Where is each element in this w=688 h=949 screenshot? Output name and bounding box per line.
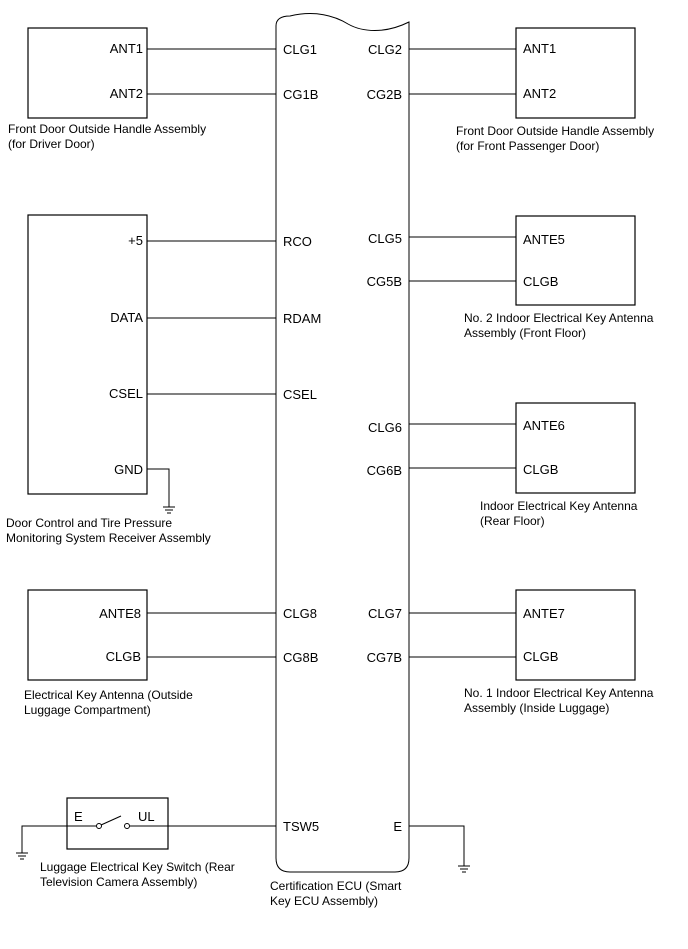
front-door-passenger-assembly: ANT1 ANT2 Front Door Outside Handle Asse… <box>409 27 654 153</box>
pin-label: CLGB <box>523 649 558 664</box>
component-caption: Television Camera Assembly) <box>40 875 197 889</box>
ecu-ground-pin-label: E <box>393 819 402 834</box>
ecu-pin-label: CLG5 <box>368 231 402 246</box>
pin-label: CLGB <box>523 274 558 289</box>
component-caption: No. 1 Indoor Electrical Key Antenna <box>464 686 654 700</box>
pin-label: ANT2 <box>110 86 143 101</box>
component-box <box>515 589 636 681</box>
pin-label: E <box>74 809 83 824</box>
pin-label: ANT2 <box>523 86 556 101</box>
component-caption: Electrical Key Antenna (Outside <box>24 688 193 702</box>
component-box <box>515 215 636 306</box>
ecu-pin-label: RDAM <box>283 311 321 326</box>
pin-label: ANTE7 <box>523 606 565 621</box>
component-caption: Front Door Outside Handle Assembly <box>8 122 206 136</box>
pin-label: CLGB <box>523 462 558 477</box>
pin-label: ANTE6 <box>523 418 565 433</box>
luggage-key-switch: E UL Luggage Electrical Key Switch (Rear… <box>16 797 276 889</box>
ecu-pin-label: CG2B <box>367 87 402 102</box>
pin-label: ANT1 <box>110 41 143 56</box>
pin-label: ANTE8 <box>99 606 141 621</box>
component-caption: (for Driver Door) <box>8 137 95 151</box>
component-caption: No. 2 Indoor Electrical Key Antenna <box>464 311 654 325</box>
pin-label: CLGB <box>106 649 141 664</box>
pin-label: DATA <box>110 310 143 325</box>
pin-label: UL <box>138 809 155 824</box>
component-box <box>515 27 636 119</box>
ecu-outline <box>275 13 410 873</box>
indoor-antenna-front-floor: ANTE5 CLGB No. 2 Indoor Electrical Key A… <box>409 215 654 340</box>
ecu-pin-label: RCO <box>283 234 312 249</box>
component-box <box>27 27 148 119</box>
front-door-driver-assembly: ANT1 ANT2 Front Door Outside Handle Asse… <box>8 27 276 151</box>
antenna-outside-luggage: ANTE8 CLGB Electrical Key Antenna (Outsi… <box>24 589 276 717</box>
component-caption: Door Control and Tire Pressure <box>6 516 172 530</box>
ecu-pin-label: CLG6 <box>368 420 402 435</box>
component-box <box>515 402 636 494</box>
ecu-pin-label: CLG7 <box>368 606 402 621</box>
pin-label: ANTE5 <box>523 232 565 247</box>
ground-symbol <box>458 865 470 873</box>
switch-symbol <box>67 815 168 829</box>
pin-label: +5 <box>128 233 143 248</box>
ecu-pin-label: CG8B <box>283 650 318 665</box>
indoor-antenna-rear-floor: ANTE6 CLGB Indoor Electrical Key Antenna… <box>409 402 638 528</box>
component-caption: Luggage Electrical Key Switch (Rear <box>40 860 235 874</box>
ecu-caption: Certification ECU (Smart <box>270 879 402 893</box>
ecu-pin-label: CG5B <box>367 274 402 289</box>
ground-wire <box>147 468 170 507</box>
ecu-pin-label: CG6B <box>367 463 402 478</box>
component-caption: Front Door Outside Handle Assembly <box>456 124 654 138</box>
ecu-caption: Key ECU Assembly) <box>270 894 378 908</box>
ground-symbol <box>16 852 28 860</box>
component-caption: Indoor Electrical Key Antenna <box>480 499 638 513</box>
ecu-pin-label: CSEL <box>283 387 317 402</box>
ground-wire <box>409 825 465 866</box>
component-caption: (for Front Passenger Door) <box>456 139 599 153</box>
component-box <box>27 589 148 681</box>
pin-label: GND <box>114 462 143 477</box>
component-box <box>27 214 148 495</box>
pin-label: CSEL <box>109 386 143 401</box>
tpms-receiver-assembly: +5 DATA CSEL GND Door Control and Tire P… <box>6 214 276 545</box>
component-caption: Assembly (Inside Luggage) <box>464 701 609 715</box>
component-caption: Luggage Compartment) <box>24 703 151 717</box>
ecu-pin-label: TSW5 <box>283 819 319 834</box>
component-caption: Monitoring System Receiver Assembly <box>6 531 211 545</box>
ecu-pin-label: CG1B <box>283 87 318 102</box>
ground-wire <box>21 825 67 853</box>
component-caption: (Rear Floor) <box>480 514 545 528</box>
ecu-pin-label: CLG8 <box>283 606 317 621</box>
pin-label: ANT1 <box>523 41 556 56</box>
ecu-pin-label: CG7B <box>367 650 402 665</box>
ecu-pin-label: CLG1 <box>283 42 317 57</box>
indoor-antenna-inside-luggage: ANTE7 CLGB No. 1 Indoor Electrical Key A… <box>409 589 654 715</box>
component-caption: Assembly (Front Floor) <box>464 326 586 340</box>
component-box <box>66 797 169 850</box>
ecu-pin-label: CLG2 <box>368 42 402 57</box>
ground-symbol <box>163 506 175 514</box>
